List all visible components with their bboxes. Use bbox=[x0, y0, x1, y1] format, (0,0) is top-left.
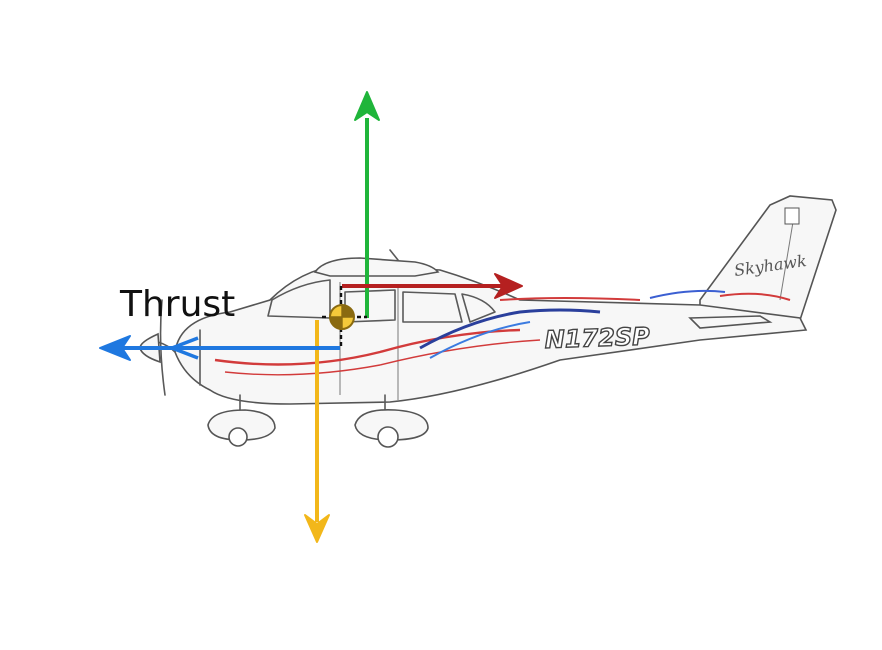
drag-vector bbox=[342, 273, 523, 299]
wing-root bbox=[313, 257, 440, 277]
fuselage bbox=[174, 264, 808, 405]
windshield bbox=[267, 279, 331, 319]
cg-symbol-icon bbox=[329, 304, 355, 330]
thrust-label: Thrust bbox=[119, 284, 235, 325]
weight-vector bbox=[304, 320, 330, 543]
registration-text: N172SP bbox=[544, 322, 650, 354]
side-window-rear bbox=[402, 291, 463, 323]
rear-window bbox=[461, 293, 496, 323]
thrust-vector bbox=[99, 335, 340, 361]
horizontal-stabilizer bbox=[688, 315, 773, 329]
nose-landing-gear bbox=[207, 394, 276, 447]
main-landing-gear bbox=[354, 394, 429, 448]
aircraft-illustration: Skyhawk N172SP bbox=[139, 195, 837, 448]
